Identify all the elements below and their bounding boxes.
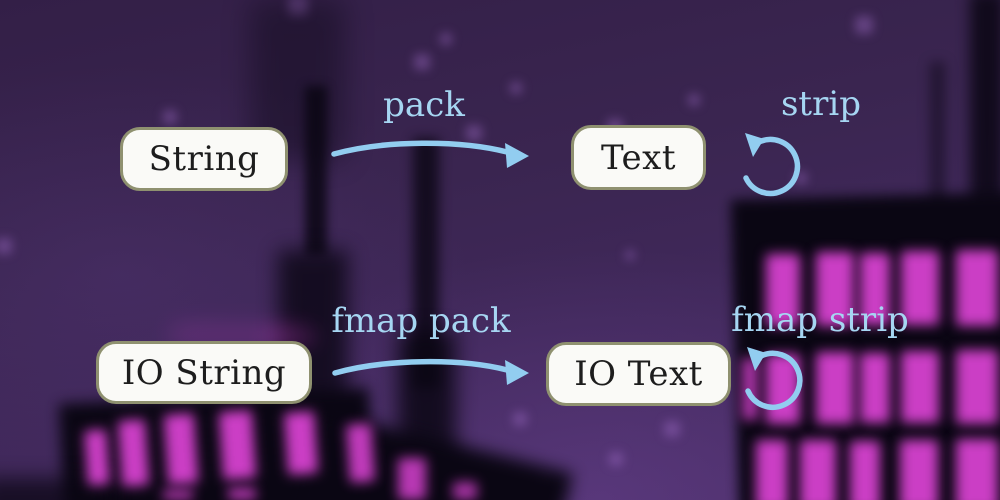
window-light	[901, 251, 939, 325]
window-light	[816, 352, 854, 424]
window-light	[956, 350, 998, 424]
window-glow	[262, 330, 317, 344]
arrow-label-fmap-pack: fmap pack	[331, 301, 511, 341]
window-light	[860, 353, 890, 423]
window-glow	[170, 326, 300, 344]
star	[163, 110, 177, 124]
chimney-silhouette	[305, 86, 327, 256]
chimney-silhouette	[930, 62, 945, 212]
star	[440, 33, 452, 45]
ground-silhouette	[0, 478, 110, 500]
star	[466, 125, 482, 141]
star	[288, 0, 308, 16]
node-text: Text	[571, 125, 706, 190]
star	[688, 94, 700, 106]
window-light	[860, 253, 890, 325]
node-io-string: IO String	[96, 341, 312, 404]
star	[510, 82, 522, 94]
node-string-label: String	[148, 139, 260, 179]
star	[609, 452, 623, 466]
window-light	[956, 250, 998, 326]
node-string: String	[120, 127, 288, 191]
star	[513, 412, 527, 426]
window-light	[800, 440, 836, 500]
fmap-pack-arrow	[332, 358, 529, 385]
window-light	[816, 252, 854, 326]
arrow-label-pack: pack	[383, 85, 465, 125]
window-light	[398, 458, 426, 500]
window-light	[742, 358, 758, 420]
window-light	[900, 440, 938, 500]
window-light	[766, 254, 800, 326]
node-io-string-label: IO String	[121, 352, 287, 393]
star	[664, 421, 680, 437]
pack-arrow	[331, 140, 529, 168]
arrow-label-strip: strip	[780, 84, 861, 124]
window-light	[163, 490, 193, 500]
window-light	[228, 488, 256, 500]
star	[625, 250, 635, 260]
window-light	[756, 440, 788, 500]
node-io-text-label: IO Text	[574, 354, 703, 394]
node-text-label: Text	[601, 137, 676, 178]
window-light	[850, 441, 880, 500]
star	[0, 238, 12, 254]
window-light	[956, 439, 998, 500]
window-light	[901, 351, 939, 423]
star	[414, 54, 430, 70]
building-silhouette	[970, 0, 1000, 207]
arrow-label-fmap-strip: fmap strip	[731, 300, 909, 340]
strip-loop-arrow	[743, 133, 801, 197]
node-io-text: IO Text	[546, 342, 731, 406]
fmap-strip-loop-arrow	[745, 347, 803, 411]
star	[855, 16, 873, 34]
window-light	[453, 482, 477, 500]
